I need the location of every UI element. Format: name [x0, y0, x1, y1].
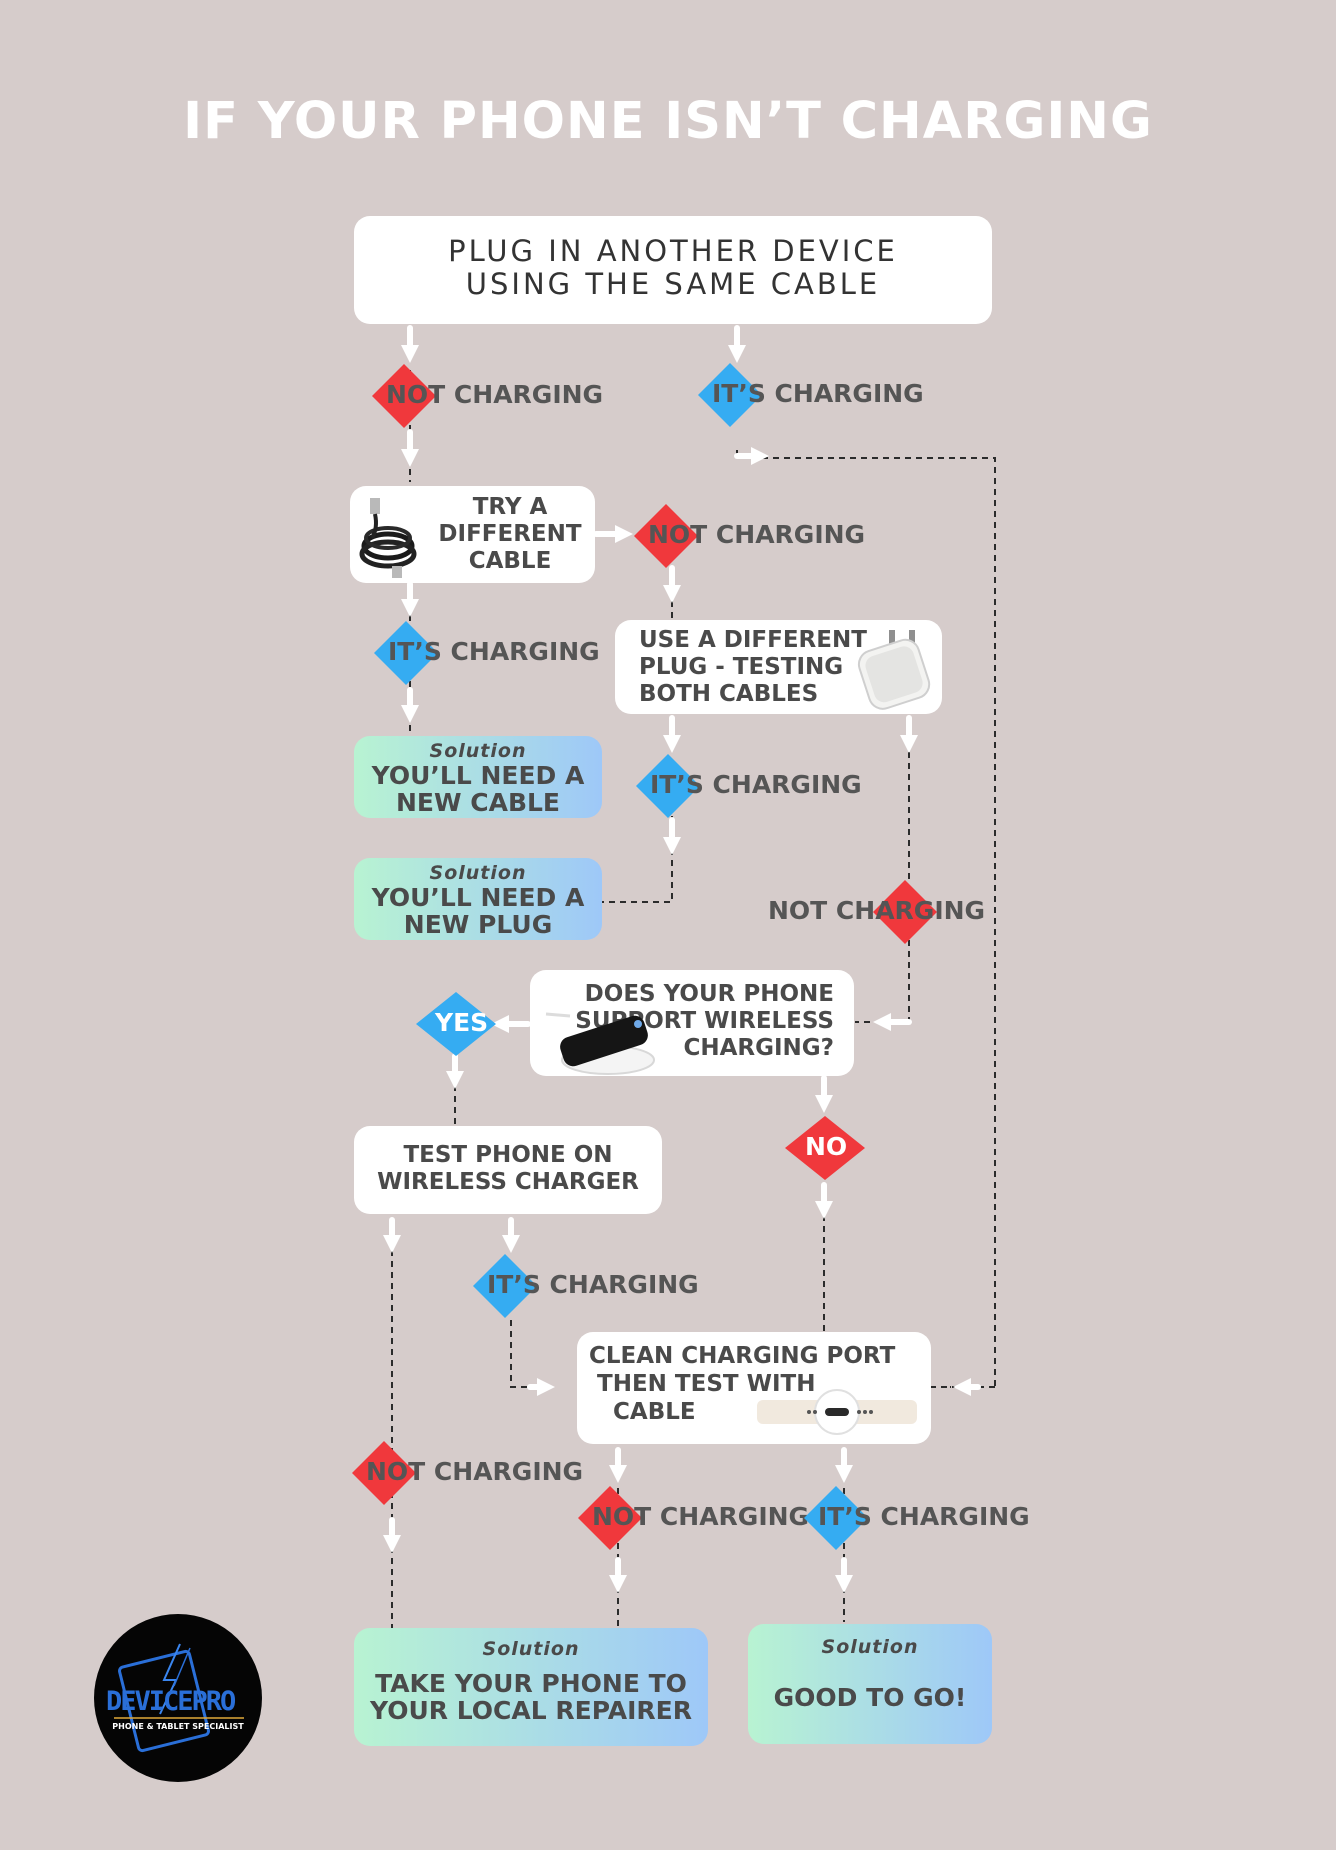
plug-another-device-box: PLUG IN ANOTHER DEVICE USING THE SAME CA… [354, 216, 992, 324]
wall-plug-icon [857, 630, 931, 710]
solution-caption: Solution [821, 1636, 919, 1658]
decision-label: NOT CHARGING [592, 1502, 810, 1531]
red-diamond-icon [578, 1486, 642, 1550]
decision-label: IT’S CHARGING [650, 770, 862, 799]
logo-lightning-icon [114, 1643, 244, 1753]
solution-good-to-go-text: GOOD TO GO! [773, 1683, 967, 1712]
try-different-cable-text: TRY A DIFFERENT CABLE [438, 494, 582, 574]
solution-caption: Solution [429, 740, 527, 762]
red-diamond-icon [372, 364, 436, 428]
decision-label: IT’S CHARGING [487, 1270, 699, 1299]
solution-local-repairer: Solution TAKE YOUR PHONE TO YOUR LOCAL R… [354, 1628, 708, 1746]
wireless-support-question-box: DOES YOUR PHONE SUPPORT WIRELESS CHARGIN… [530, 970, 854, 1076]
solution-local-repairer-text: TAKE YOUR PHONE TO YOUR LOCAL REPAIRER [370, 1669, 692, 1725]
page-title: IF YOUR PHONE ISN’T CHARGING [183, 92, 1153, 151]
wireless-charger-phone-icon [545, 1012, 655, 1075]
blue-diamond-icon [473, 1254, 537, 1318]
blue-diamond-icon [804, 1486, 868, 1550]
blue-diamond-icon [698, 363, 762, 427]
clean-charging-port-text: CLEAN CHARGING PORT THEN TEST WITH CABLE [589, 1343, 896, 1425]
logo-tagline: PHONE & TABLET SPECIALIST [112, 1722, 244, 1731]
usb-cable-icon [359, 498, 417, 578]
solution-new-plug: Solution YOU’LL NEED A NEW PLUG [354, 858, 602, 940]
try-different-cable-box: TRY A DIFFERENT CABLE [350, 486, 595, 583]
decision-label: IT’S CHARGING [818, 1502, 1030, 1531]
decision-label: NOT CHARGING [366, 1457, 584, 1486]
plug-another-device-text: PLUG IN ANOTHER DEVICE USING THE SAME CA… [448, 234, 898, 301]
decision-label: IT’S CHARGING [712, 379, 924, 408]
devicepro-logo: DEVICEPRO PHONE & TABLET SPECIALIST [94, 1614, 262, 1782]
use-different-plug-box: USE A DIFFERENT PLUG - TESTING BOTH CABL… [615, 620, 942, 714]
decision-label: NOT CHARGING [648, 520, 866, 549]
decision-label: NOT CHARGING [386, 380, 604, 409]
red-diamond-icon [352, 1441, 416, 1505]
use-different-plug-text: USE A DIFFERENT PLUG - TESTING BOTH CABL… [639, 627, 867, 707]
test-wireless-charger-box: TEST PHONE ON WIRELESS CHARGER [354, 1126, 662, 1214]
clean-charging-port-box: CLEAN CHARGING PORT THEN TEST WITH CABLE [577, 1332, 931, 1444]
blue-diamond-icon [374, 621, 438, 685]
charging-port-icon [757, 1389, 917, 1435]
solution-good-to-go: Solution GOOD TO GO! [748, 1624, 992, 1744]
solution-new-cable: Solution YOU’LL NEED A NEW CABLE [354, 736, 602, 818]
test-wireless-charger-text: TEST PHONE ON WIRELESS CHARGER [377, 1142, 639, 1195]
decision-label: NOT CHARGING [768, 896, 986, 925]
logo-brand: DEVICEPRO [106, 1686, 236, 1717]
solution-caption: Solution [482, 1638, 580, 1660]
red-diamond-icon [873, 880, 937, 944]
solution-caption: Solution [429, 862, 527, 884]
decision-label: IT’S CHARGING [388, 637, 600, 666]
solution-new-cable-text: YOU’LL NEED A NEW CABLE [371, 761, 585, 817]
blue-diamond-icon [416, 992, 496, 1056]
decision-label: NO [805, 1132, 848, 1161]
red-diamond-icon [634, 504, 698, 568]
blue-diamond-icon [636, 754, 700, 818]
decision-label: YES [435, 1008, 489, 1037]
solution-new-plug-text: YOU’LL NEED A NEW PLUG [371, 883, 585, 939]
red-diamond-icon [785, 1116, 865, 1180]
